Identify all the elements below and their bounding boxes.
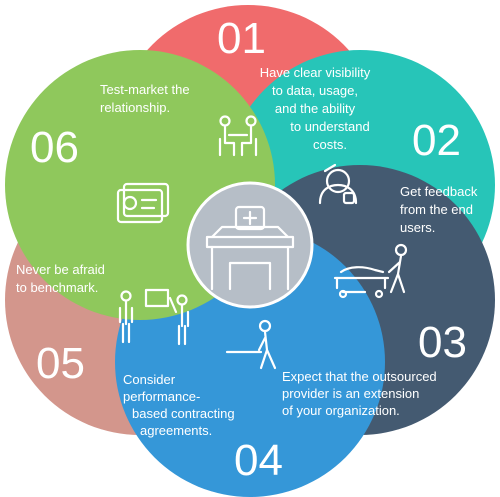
svg-text:users.: users. (400, 220, 435, 235)
svg-text:Test-market the: Test-market the (100, 82, 190, 97)
step-text-04: Consider performance- based contracting … (123, 372, 235, 438)
center-hub (186, 181, 314, 309)
svg-text:to data, usage,: to data, usage, (272, 83, 358, 98)
svg-text:relationship.: relationship. (100, 100, 170, 115)
step-number-01: 01 (217, 14, 266, 63)
step-number-02: 02 (412, 116, 461, 165)
presentation-icon (118, 288, 190, 346)
step-text-06: Test-market the relationship. (100, 82, 190, 115)
svg-text:costs.: costs. (313, 137, 347, 152)
svg-text:Get feedback: Get feedback (400, 184, 478, 199)
hospital-icon (205, 205, 295, 291)
step-text-02: Get feedback from the end users. (400, 184, 478, 235)
svg-text:Consider: Consider (123, 372, 176, 387)
svg-text:and the ability: and the ability (275, 101, 356, 116)
svg-text:Expect that the outsourced: Expect that the outsourced (282, 369, 437, 384)
svg-text:Have clear visibility: Have clear visibility (260, 65, 371, 80)
svg-text:of your organization.: of your organization. (282, 403, 400, 418)
step-number-05: 05 (36, 339, 85, 388)
step-number-04: 04 (234, 436, 283, 485)
step-text-01: Have clear visibility to data, usage, an… (260, 65, 371, 152)
svg-text:agreements.: agreements. (140, 423, 212, 438)
step-number-03: 03 (418, 318, 467, 367)
svg-text:from the end: from the end (400, 202, 473, 217)
svg-text:based contracting: based contracting (132, 406, 235, 421)
svg-text:provider is an extension: provider is an extension (282, 386, 419, 401)
step-text-05: Never be afraid to benchmark. (16, 262, 105, 295)
svg-text:performance-: performance- (123, 389, 200, 404)
patient-on-stretcher-icon (333, 243, 408, 299)
svg-text:Never be afraid: Never be afraid (16, 262, 105, 277)
svg-text:to understand: to understand (290, 119, 370, 134)
svg-text:to benchmark.: to benchmark. (16, 280, 98, 295)
step-text-03: Expect that the outsourced provider is a… (282, 369, 437, 418)
meeting-icon (218, 115, 258, 157)
id-cards-icon (116, 182, 170, 224)
data-review-icon (318, 163, 358, 205)
tug-of-war-icon (225, 319, 277, 370)
step-number-06: 06 (30, 123, 79, 172)
